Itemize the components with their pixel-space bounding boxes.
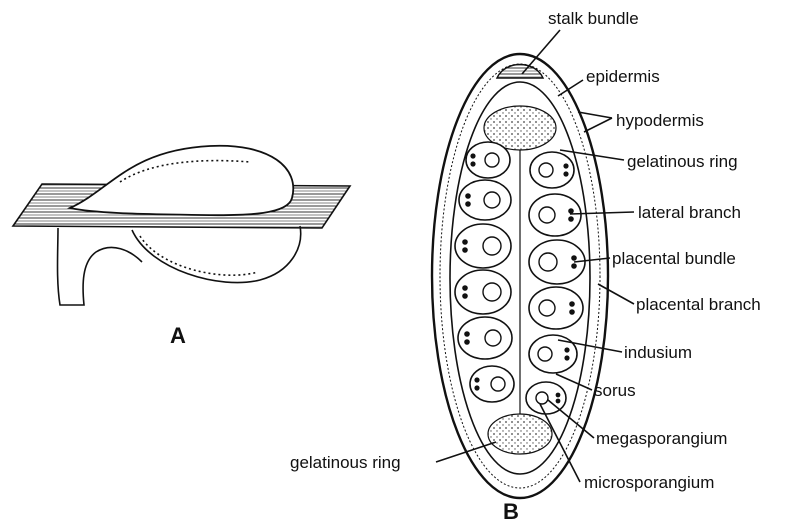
sorus: [529, 287, 583, 329]
panel-a-label: A: [170, 323, 186, 348]
label-placental-branch: placental branch: [636, 295, 761, 314]
panel-a-drawing: [13, 146, 350, 305]
sorus: [455, 270, 511, 314]
label-indusium: indusium: [624, 343, 692, 362]
label-epidermis: epidermis: [586, 67, 660, 86]
label-gelatinous-ring-top: gelatinous ring: [627, 152, 738, 171]
label-gelatinous-ring-bottom: gelatinous ring: [290, 453, 401, 472]
label-lateral-branch: lateral branch: [638, 203, 741, 222]
sorus: [529, 194, 581, 236]
label-megasporangium: megasporangium: [596, 429, 727, 448]
sorus: [530, 152, 574, 188]
sorus: [466, 142, 510, 178]
panel-b-label: B: [503, 499, 519, 524]
sorus: [470, 366, 514, 402]
label-hypodermis: hypodermis: [616, 111, 704, 130]
label-microsporangium: microsporangium: [584, 473, 714, 492]
sorus: [458, 317, 512, 359]
sorus: [529, 335, 577, 373]
sporocarp-section: [432, 54, 608, 498]
label-placental-bundle: placental bundle: [612, 249, 736, 268]
label-sorus: sorus: [594, 381, 636, 400]
sorus: [459, 180, 511, 220]
sorus: [455, 224, 511, 268]
label-stalk-bundle: stalk bundle: [548, 9, 639, 28]
